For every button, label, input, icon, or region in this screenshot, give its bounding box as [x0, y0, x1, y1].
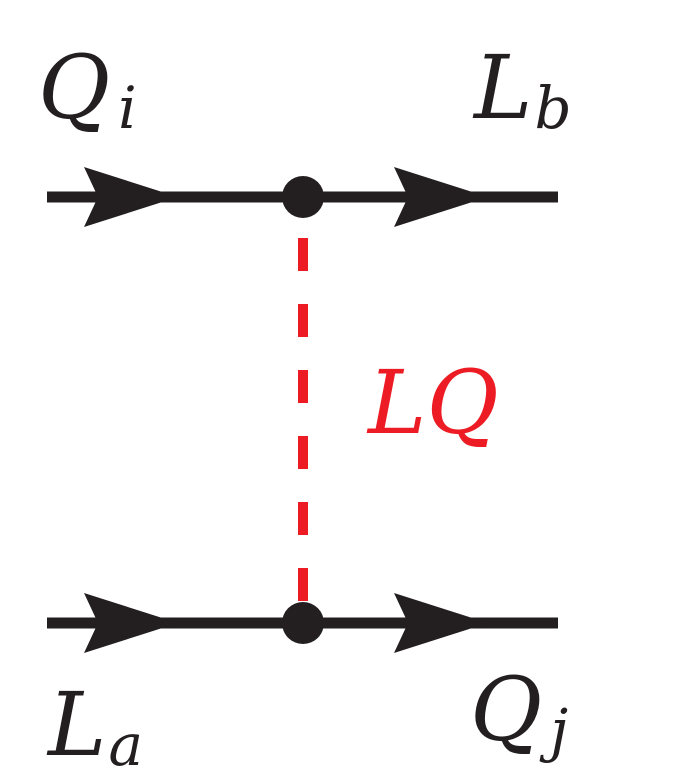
top-fermion-line: [47, 167, 558, 227]
bottom-vertex: [282, 602, 324, 644]
label-l-a: La: [46, 673, 143, 777]
arrow-right-icon: [394, 167, 488, 227]
bottom-fermion-line: [47, 593, 558, 653]
label-lq: LQ: [366, 351, 499, 454]
arrow-right-icon: [394, 593, 488, 653]
arrow-right-icon: [84, 593, 178, 653]
top-vertex: [282, 176, 324, 218]
label-l-b: Lb: [472, 36, 572, 142]
arrow-right-icon: [84, 167, 178, 227]
